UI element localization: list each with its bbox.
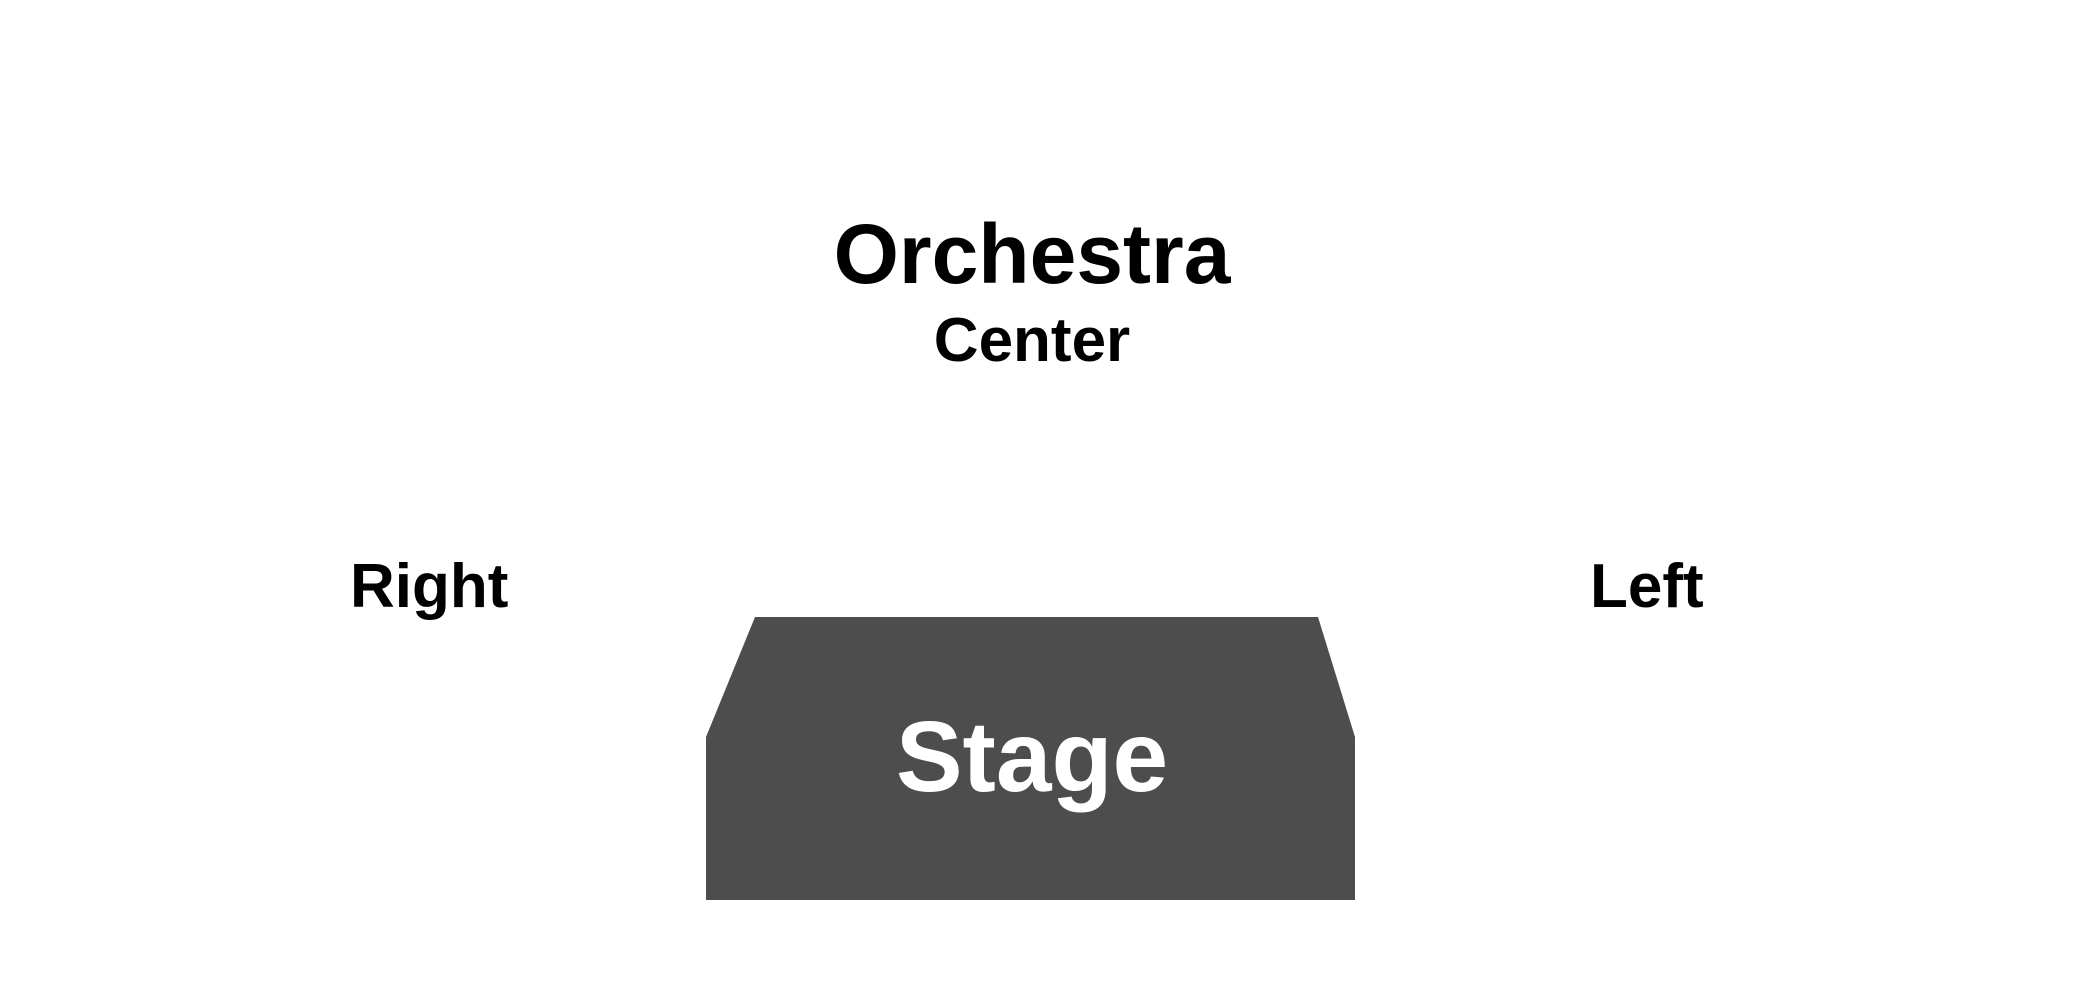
- section-center-label[interactable]: Center: [933, 306, 1131, 375]
- orchestra-title: Orchestra: [833, 207, 1231, 301]
- stage-area[interactable]: [706, 617, 1355, 900]
- stage-label: Stage: [895, 701, 1169, 813]
- section-left-label[interactable]: Left: [1590, 552, 1704, 621]
- section-right-label[interactable]: Right: [350, 552, 509, 621]
